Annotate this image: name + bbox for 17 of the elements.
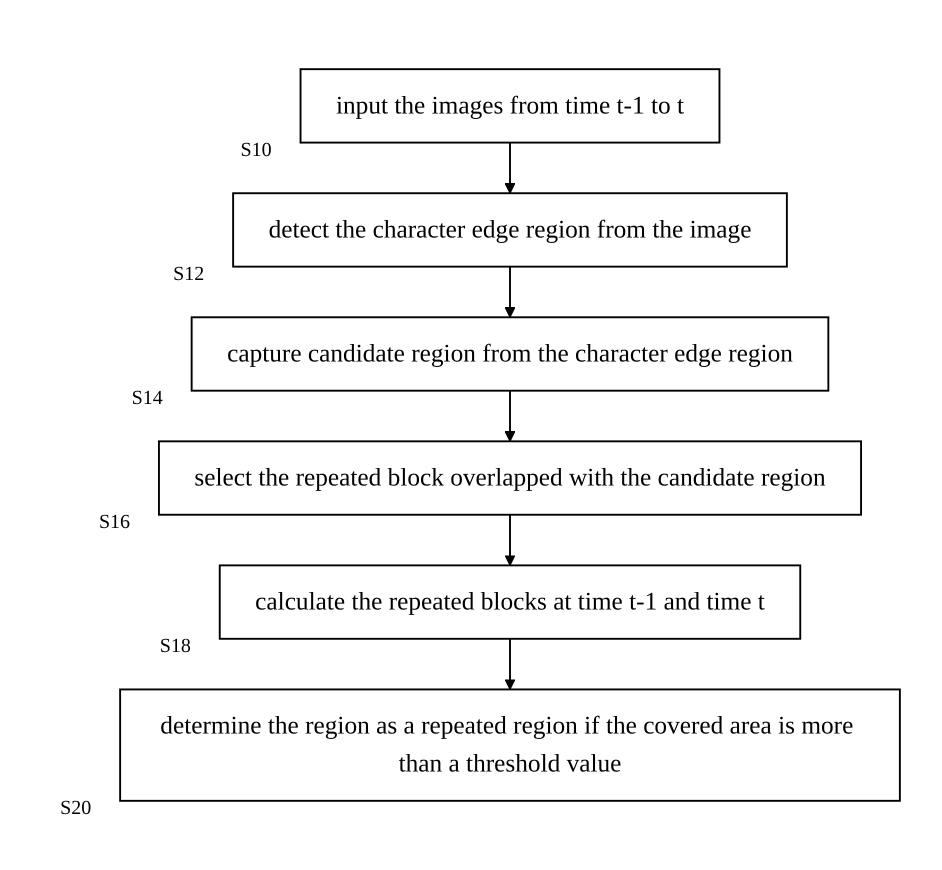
step-label: S14 <box>132 386 163 410</box>
arrow <box>504 638 516 690</box>
process-box: input the images from time t-1 to t <box>300 68 720 144</box>
step-label: S20 <box>60 796 92 820</box>
arrow <box>504 390 516 442</box>
arrow <box>504 514 516 566</box>
process-box: capture candidate region from the character edge region <box>190 316 830 392</box>
process-box: determine the region as a repeated region if the covered area is more than a threshold value <box>119 688 901 802</box>
step-label: S16 <box>98 510 130 534</box>
step-label: S10 <box>240 138 272 162</box>
arrow <box>504 142 516 194</box>
arrow <box>504 266 516 318</box>
process-box: detect the character edge region from the image <box>232 192 788 268</box>
step-label: S12 <box>173 262 204 286</box>
process-box: select the repeated block overlapped with the candidate region <box>158 440 862 516</box>
process-box: calculate the repeated blocks at time t-1 and time t <box>218 564 802 640</box>
step-label: S18 <box>160 634 191 658</box>
